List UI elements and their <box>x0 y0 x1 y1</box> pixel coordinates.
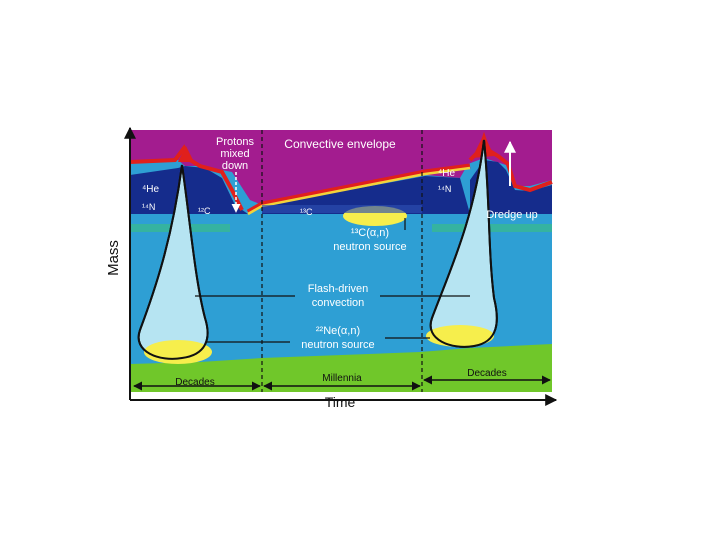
hydrogen-shell-middle-yellow <box>247 166 471 216</box>
teal-band-right <box>432 224 552 232</box>
he4-right-label: ⁴He <box>438 168 456 179</box>
c13-source-label-2: neutron source <box>333 241 406 253</box>
c13-label: ¹³C <box>300 207 313 217</box>
c13-layer <box>262 205 422 213</box>
ne22-source-label-1: ²²Ne(α,n) <box>316 325 360 337</box>
hydrogen-shell-left <box>129 144 244 211</box>
dredge-up-label: Dredge up <box>486 209 537 221</box>
duration-label-1: Decades <box>175 377 214 388</box>
flash-convection-label-2: convection <box>312 297 365 309</box>
hydrogen-shell-middle-red <box>246 163 471 215</box>
ne22-zone-left <box>144 340 212 364</box>
helium-layer-middle <box>262 176 470 214</box>
ne22-source-label-2: neutron source <box>301 339 374 351</box>
c13-source-label-1: ¹³C(α,n) <box>351 227 389 239</box>
c12-label: ¹²C <box>198 206 211 216</box>
duration-label-3: Decades <box>467 368 506 379</box>
convective-envelope <box>130 130 552 205</box>
he4-left-label: ⁴He <box>142 184 160 195</box>
helium-layer-left <box>130 166 248 214</box>
x-axis-label: Time <box>325 394 356 410</box>
flash-outline-right <box>429 139 498 348</box>
protons-label-3: down <box>222 160 248 172</box>
duration-label-2: Millennia <box>322 373 362 384</box>
y-axis-label: Mass <box>105 240 122 276</box>
convective-envelope-label: Convective envelope <box>284 137 396 151</box>
n14-left-label: ¹⁴N <box>142 202 155 212</box>
red-peak-left <box>178 146 194 162</box>
protons-label-1: Protons <box>216 136 254 148</box>
helium-layer-right <box>470 160 552 214</box>
protons-label-2: mixed <box>220 148 249 160</box>
flash-outline-left <box>137 164 209 360</box>
flash-convection-label-1: Flash-driven <box>308 283 369 295</box>
n14-right-label: ¹⁴N <box>438 184 451 194</box>
